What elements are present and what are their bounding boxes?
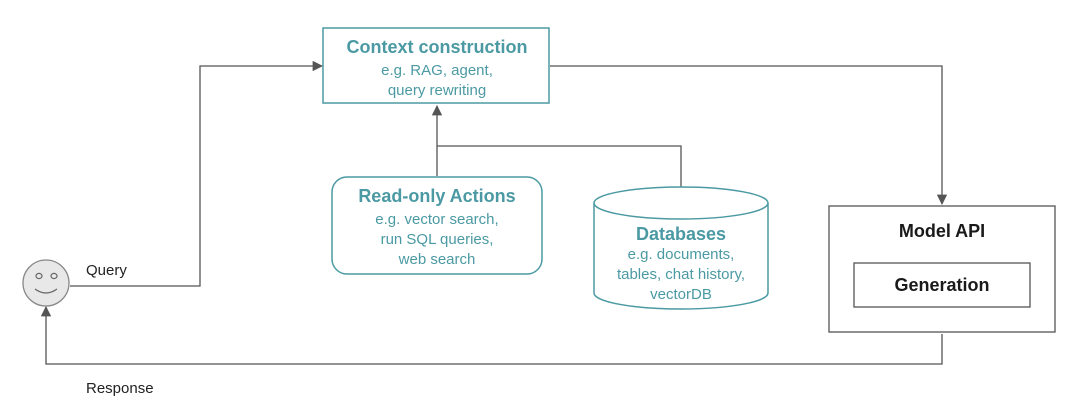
databases-line-3: vectorDB [650,286,712,303]
context-line-2: query rewriting [388,82,486,99]
actions-title: Read-only Actions [358,186,515,206]
databases-cylinder: Databases e.g. documents, tables, chat h… [593,186,769,310]
databases-title: Databases [636,224,726,244]
generation-label: Generation [894,275,989,295]
databases-line-1: e.g. documents, [628,246,735,263]
query-arrow [70,60,324,287]
databases-to-context-line [437,145,682,187]
query-label: Query [86,262,127,279]
model-api-title: Model API [899,221,985,241]
actions-line-3: web search [398,251,476,268]
databases-line-2: tables, chat history, [617,266,745,283]
actions-line-2: run SQL queries, [381,231,494,248]
context-title: Context construction [346,37,527,57]
actions-line-1: e.g. vector search, [375,211,498,228]
context-construction-box: Context construction e.g. RAG, agent, qu… [322,27,550,104]
context-line-1: e.g. RAG, agent, [381,62,493,79]
response-label: Response [86,380,154,397]
smiley-face-icon [22,259,70,307]
context-to-model-arrow [550,65,948,206]
response-arrow [40,305,943,365]
generation-box [853,262,1031,308]
model-api-box: Model API Generation [828,205,1056,333]
read-only-actions-box: Read-only Actions e.g. vector search, ru… [331,176,543,275]
